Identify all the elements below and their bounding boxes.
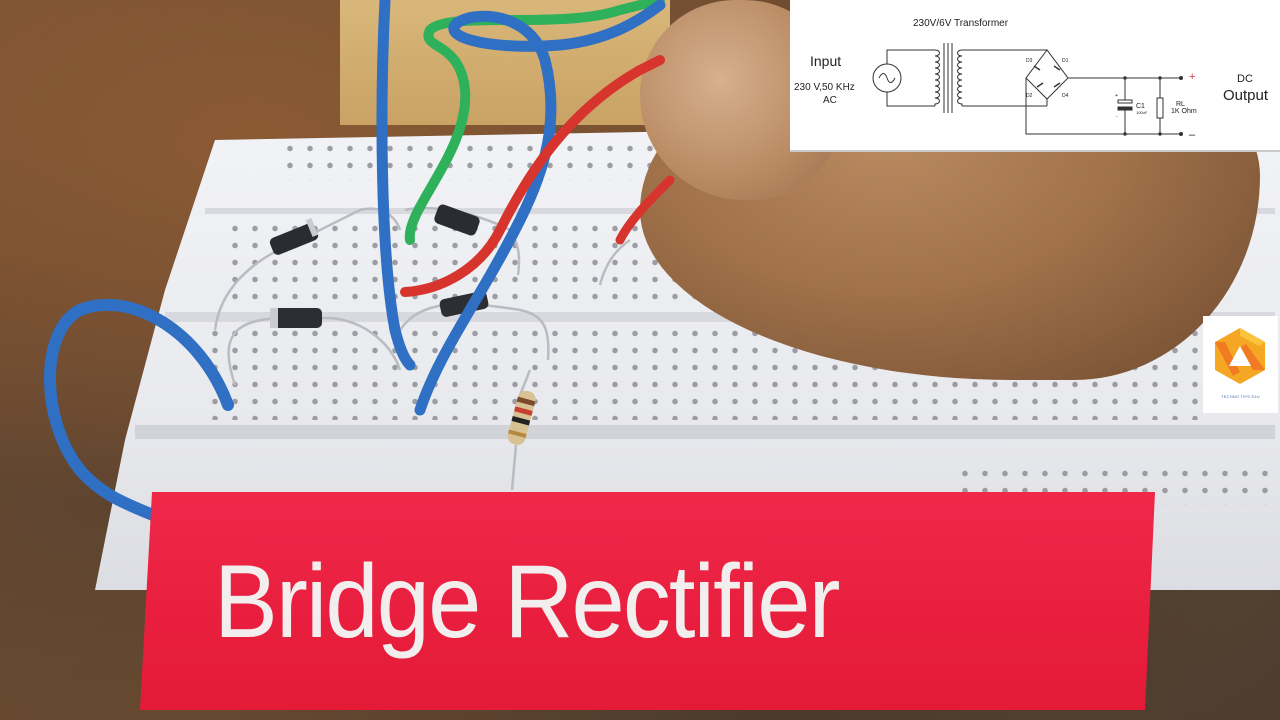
video-title: Bridge Rectifier [214,544,840,660]
hexagon-triangle-logo-icon [1215,328,1265,384]
red-wire [615,175,675,245]
bridge-rectifier-schematic: 230V/6V Transformer Input 230 V,50 KHz A… [794,18,1269,141]
diode-lead [227,316,402,386]
logo-caption: TECHNO TIPS E4U [1221,394,1260,399]
input-ac-label: AC [823,95,837,106]
breadboard-center-channel [165,312,1275,322]
input-label: Input [810,53,841,69]
blue-wire [414,0,666,416]
dc-label: DC [1237,73,1253,85]
breadboard-lower-divider [135,425,1275,439]
capacitor-label: C1 [1136,103,1145,110]
transformer-icon [934,43,1047,113]
title-banner: Bridge Rectifier [140,492,1155,710]
diode-d4-label: D4 [1062,93,1069,99]
diode-d2-label: D2 [1026,93,1033,99]
resistor-icon [507,390,536,445]
load-resistor-icon [1156,76,1183,136]
diode-d1-label: D1 [1062,58,1069,64]
capacitor-minus: - [1116,114,1118,120]
diode-d3-label: D3 [1026,58,1033,64]
channel-logo: TECHNO TIPS E4U [1203,316,1278,413]
blue-wire [44,299,234,536]
red-wire [400,55,665,297]
capacitor-plus: + [1115,93,1118,99]
blue-wire [376,0,416,371]
input-spec: 230 V,50 KHz [794,82,855,93]
red-wire-lead [598,238,631,286]
load-value: 1K Ohm [1171,108,1197,115]
green-wire [404,0,665,245]
capacitor-value: 100uF [1136,110,1148,115]
circuit-schematic-overlay: 230V/6V Transformer Input 230 V,50 KHz A… [790,0,1280,152]
diode-icon [269,223,319,255]
diode-lead [398,302,550,361]
diode-icon [270,308,322,328]
ac-source-icon [872,49,935,107]
diode-band [270,308,278,328]
output-label: Output [1223,87,1269,104]
diode-bridge-icon [1025,49,1181,135]
diode-icon [434,204,480,236]
resistor-lead [510,369,532,491]
load-label: RL [1176,101,1185,108]
transformer-label: 230V/6V Transformer [913,18,1009,29]
output-plus-terminal: + [1189,71,1195,83]
output-minus-terminal: – [1189,129,1196,141]
capacitor-icon [1117,76,1133,136]
